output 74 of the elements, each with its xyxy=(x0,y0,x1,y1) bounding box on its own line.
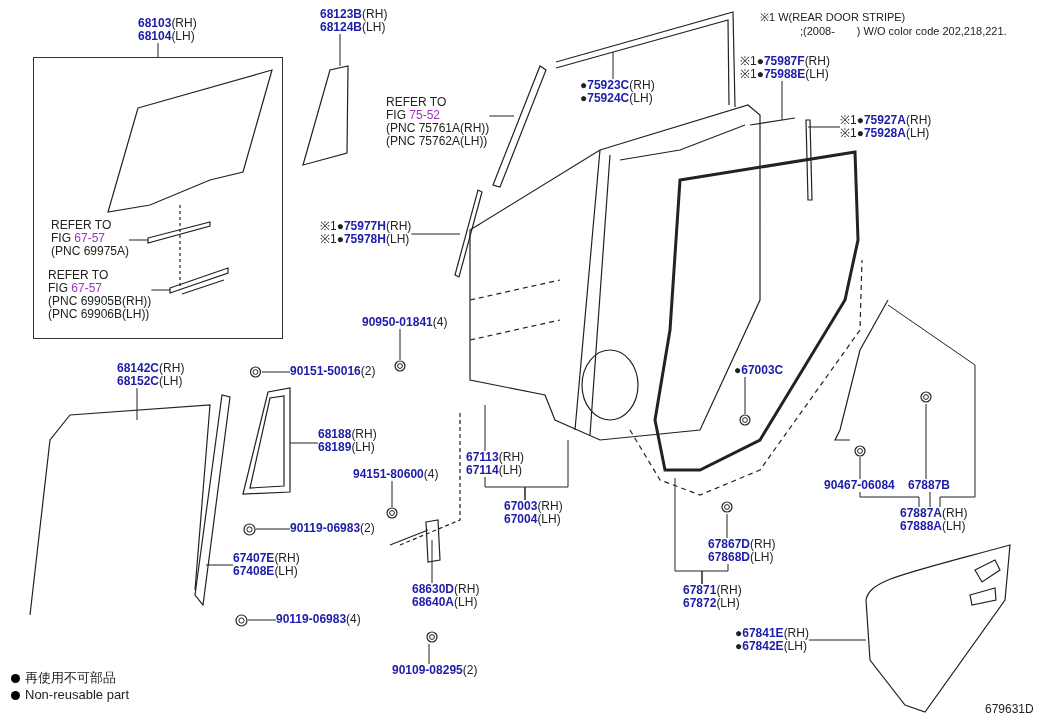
part-number-label: REFER TO FIG 75-52 (PNC 75761A(RH)) (PNC 75762A(LH)) xyxy=(386,96,490,148)
leader-line xyxy=(399,328,401,361)
part-number-label: REFER TO FIG 67-57 (PNC 69905B(RH)) (PNC 69906B(LH)) xyxy=(48,269,152,321)
drawing-number: 679631D xyxy=(985,703,1034,716)
part-number-label: 94151-80600(4) xyxy=(353,468,439,481)
part-number-label: 67887A(RH) 67888A(LH) xyxy=(900,507,968,533)
leader-line xyxy=(859,456,861,480)
part-number-label: ●67841E(RH) ●67842E(LH) xyxy=(735,627,809,653)
leader-line xyxy=(726,513,728,539)
leader-line xyxy=(255,528,291,530)
leader-line xyxy=(701,563,729,585)
part-number-label: 90950-01841(4) xyxy=(362,316,448,329)
leader-line xyxy=(484,404,486,452)
part-number-label: 68188(RH) 68189(LH) xyxy=(318,428,377,454)
leader-line xyxy=(929,491,931,508)
leader-line xyxy=(410,233,461,235)
part-number-label: 90467-06084 xyxy=(824,479,895,492)
part-number-label: 90119-06983(2) xyxy=(290,522,375,535)
part-number-label: REFER TO FIG 67-57 (PNC 69975A) xyxy=(51,219,130,258)
fastener-drawing xyxy=(426,630,438,644)
leader-line xyxy=(339,33,341,67)
part-number-label: 67871(RH) 67872(LH) xyxy=(683,584,742,610)
leader-line xyxy=(157,42,159,58)
leader-line xyxy=(807,126,841,128)
part-number-label: 67407E(RH) 67408E(LH) xyxy=(233,552,300,578)
leader-line xyxy=(205,564,234,566)
fastener-drawing xyxy=(854,445,866,457)
leader-line xyxy=(261,371,291,373)
part-number-label: ※1●75987F(RH) ※1●75988E(LH) xyxy=(740,55,830,81)
leader-line xyxy=(808,639,867,641)
fastener-drawing xyxy=(386,507,398,519)
part-number-label: 67867D(RH) 67868D(LH) xyxy=(708,538,776,564)
fastener-drawing xyxy=(235,614,248,627)
part-number-label: ●75923C(RH) ●75924C(LH) xyxy=(580,79,655,105)
leader-line xyxy=(859,491,920,508)
legend-text: Non-reusable part xyxy=(25,688,130,701)
part-number-label: 90151-50016(2) xyxy=(290,365,376,378)
part-number-label: 67113(RH) 67114(LH) xyxy=(466,451,525,477)
leader-line xyxy=(781,80,783,121)
fastener-drawing xyxy=(249,366,262,378)
leader-line xyxy=(612,51,614,80)
fastener-drawing xyxy=(394,360,406,372)
part-number-label: 68123B(RH) 68124B(LH) xyxy=(320,8,388,34)
part-number-label: 67003(RH) 67004(LH) xyxy=(504,500,563,526)
group-frame xyxy=(33,57,283,339)
note-text: ;(2008- ) W/O color code 202,218,221. xyxy=(800,25,1007,38)
leader-line xyxy=(289,442,319,444)
part-number-label: 68630D(RH) 68640A(LH) xyxy=(412,583,480,609)
leader-line xyxy=(391,480,393,508)
part-number-label: 90109-08295(2) xyxy=(392,664,478,677)
leader-line xyxy=(488,115,515,117)
fastener-drawing xyxy=(920,390,932,404)
leader-line xyxy=(150,289,171,291)
part-number-label: 67887B xyxy=(908,479,951,492)
leader-line xyxy=(744,376,746,415)
leader-line xyxy=(887,304,976,508)
leader-line xyxy=(524,439,569,501)
leader-line xyxy=(428,643,430,665)
part-number-label: ●67003C xyxy=(734,364,784,377)
fastener-drawing xyxy=(739,414,751,426)
leader-line xyxy=(431,539,433,584)
legend-text: 再使用不可部品 xyxy=(25,671,116,684)
part-number-label: 90119-06983(4) xyxy=(276,613,361,626)
note-text: ※1 W(REAR DOOR STRIPE) xyxy=(760,11,906,24)
fastener-drawing xyxy=(243,523,256,536)
leader-line xyxy=(136,387,138,421)
leader-line xyxy=(128,239,149,241)
part-number-label: 68103(RH) 68104(LH) xyxy=(138,17,197,43)
leader-line xyxy=(247,619,277,621)
part-number-label: 68142C(RH) 68152C(LH) xyxy=(117,362,185,388)
part-number-label: ※1●75977H(RH) ※1●75978H(LH) xyxy=(320,220,412,246)
part-number-label: ※1●75927A(RH) ※1●75928A(LH) xyxy=(840,114,932,140)
leader-line xyxy=(925,403,927,480)
fastener-drawing xyxy=(721,500,733,514)
